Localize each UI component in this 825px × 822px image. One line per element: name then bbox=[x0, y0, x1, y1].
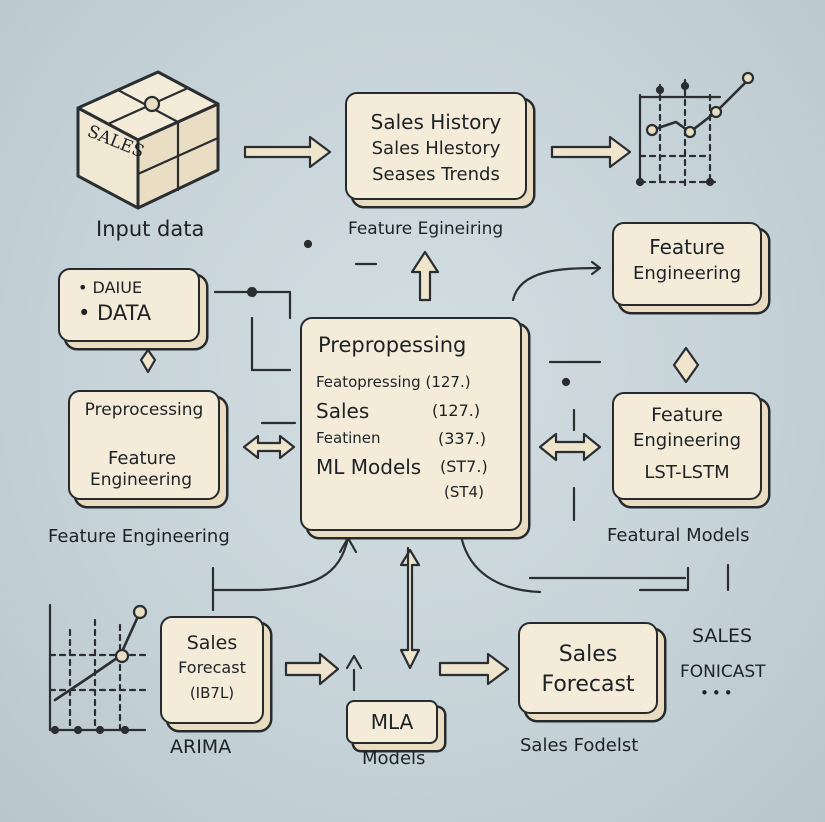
left-prep-line-3: Engineering bbox=[90, 470, 192, 490]
center-row-3-name: Featinen bbox=[316, 429, 381, 447]
center-row-5-value: (ST4) bbox=[444, 483, 484, 501]
feature-engineering-label-left: Feature Engineering bbox=[48, 526, 230, 547]
fe-right-line-3: LST-LSTM bbox=[644, 462, 730, 483]
feature-engineering-box-right[interactable]: Feature Engineering LST-LSTM bbox=[612, 392, 762, 500]
sales-text-line-2: FONICAST bbox=[680, 662, 766, 682]
trend-chart-icon-bottom bbox=[48, 603, 152, 735]
fe-right-line-2: Engineering bbox=[633, 430, 741, 451]
center-row-2-name: Sales bbox=[316, 399, 370, 423]
history-line-1: Sales History bbox=[370, 110, 502, 134]
forecast-small-line-2: Forecast bbox=[178, 658, 246, 677]
center-row-4-value: (ST7.) bbox=[440, 457, 488, 476]
data-line-1: • DAIUE bbox=[78, 278, 143, 297]
center-title: Prepropessing bbox=[318, 333, 467, 357]
center-row-2-value: (127.) bbox=[432, 401, 481, 420]
input-data-label: Input data bbox=[96, 217, 205, 241]
diamond-right-connector bbox=[672, 346, 700, 384]
forecast-line-2: Forecast bbox=[541, 672, 635, 697]
diamond-left-connector bbox=[139, 348, 157, 374]
ellipsis-dots: ••• bbox=[700, 684, 736, 702]
mla-text: MLA bbox=[370, 710, 414, 734]
mla-box[interactable]: MLA bbox=[346, 700, 438, 744]
fe-top-line-1: Feature bbox=[649, 235, 725, 259]
forecast-small-line-3: (IB7L) bbox=[189, 684, 235, 702]
arrow-cube-to-history bbox=[243, 135, 332, 169]
arrow-center-down-bidirectional bbox=[399, 546, 421, 670]
connector-center-to-fe-top bbox=[511, 266, 602, 302]
arrow-left-bidirectional bbox=[242, 434, 296, 460]
history-line-3: Seases Trends bbox=[372, 164, 500, 185]
models-label: Models bbox=[362, 748, 426, 769]
preprocessing-center-box[interactable]: Prepropessing Featopressing (127.) Sales… bbox=[300, 317, 522, 531]
left-prep-line-2: Feature bbox=[108, 448, 177, 469]
data-line-2: • DATA bbox=[78, 301, 152, 325]
sales-history-box[interactable]: Sales History Sales Hlestory Seases Tren… bbox=[345, 92, 527, 200]
forecast-line-1: Sales bbox=[558, 642, 618, 667]
preprocessing-left-box[interactable]: Preprocessing Feature Engineering bbox=[68, 390, 220, 500]
database-cube-icon bbox=[76, 70, 220, 210]
forecast-small-line-1: Sales bbox=[186, 632, 238, 654]
sales-text-line-1: SALES bbox=[692, 625, 753, 647]
arrow-center-to-history bbox=[410, 250, 440, 302]
trend-chart-icon-top bbox=[635, 71, 755, 187]
fe-top-line-2: Engineering bbox=[633, 263, 741, 284]
fe-right-line-1: Feature bbox=[651, 404, 723, 426]
arrow-history-to-chart bbox=[550, 135, 632, 169]
feature-engineering-box-top[interactable]: Feature Engineering bbox=[612, 222, 762, 306]
sales-fodelst-label: Sales Fodelst bbox=[520, 735, 639, 756]
arrow-mla-to-forecast bbox=[438, 652, 510, 686]
data-box[interactable]: • DAIUE • DATA bbox=[58, 268, 200, 342]
center-row-3-value: (337.) bbox=[438, 429, 487, 448]
arima-label: ARIMA bbox=[170, 736, 232, 758]
arrow-forecast-small-to-mla bbox=[284, 652, 340, 686]
feature-engineering-label-top: Feature Egineiring bbox=[348, 219, 504, 239]
center-row-1: Featopressing (127.) bbox=[316, 373, 471, 391]
left-prep-line-1: Preprocessing bbox=[84, 400, 204, 420]
history-line-2: Sales Hlestory bbox=[371, 138, 501, 159]
sales-forecast-small-box[interactable]: Sales Forecast (IB7L) bbox=[160, 616, 264, 724]
sales-forecast-box[interactable]: Sales Forecast bbox=[518, 622, 658, 714]
featural-models-label: Featural Models bbox=[607, 525, 750, 546]
center-row-4-name: ML Models bbox=[316, 455, 422, 479]
arrow-right-bidirectional bbox=[538, 432, 602, 462]
